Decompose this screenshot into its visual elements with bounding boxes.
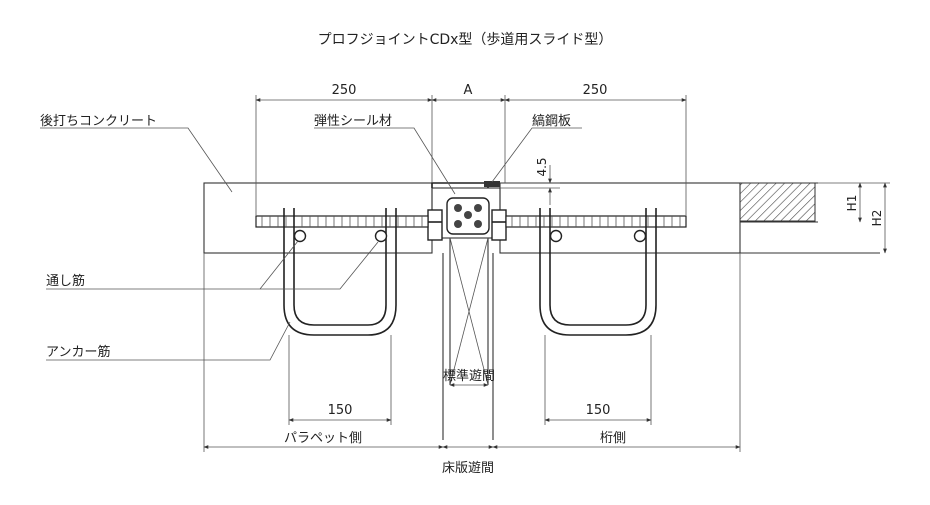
dim-right-250: 250	[583, 83, 608, 98]
label-checker-plate: 縞鋼板	[532, 113, 571, 129]
label-anchor-bar: アンカー筋	[46, 344, 110, 360]
dim-45-label: 4.5	[535, 157, 549, 176]
overall-dimension-lines	[203, 253, 741, 452]
dim-anchor-right-150: 150	[586, 403, 611, 418]
threaded-bar-left	[255, 215, 429, 228]
threaded-bar-right	[505, 215, 687, 228]
dim-h2: H2	[870, 210, 884, 227]
leader-checker-plate	[491, 127, 582, 183]
label-through-bar: 通し筋	[46, 273, 85, 289]
elastic-seal-shape	[446, 197, 490, 235]
through-bar-circles	[293, 229, 647, 243]
label-girder-side: 桁側	[600, 431, 626, 446]
dim-anchor-left-150: 150	[328, 403, 353, 418]
joint-clamps	[427, 209, 507, 241]
label-deck-gap: 床版遊間	[442, 461, 494, 476]
leader-post-concrete	[40, 127, 233, 193]
anchor-dimension-lines	[288, 335, 652, 425]
leader-elastic-seal	[314, 127, 456, 195]
dim-h1: H1	[845, 195, 859, 212]
dim-gap-a: A	[464, 83, 473, 98]
label-elastic-seal: 弾性シール材	[314, 114, 392, 129]
label-post-concrete: 後打ちコンクリート	[40, 114, 157, 129]
dim-left-250: 250	[332, 83, 357, 98]
dim-45-lines	[500, 165, 560, 205]
height-dimension-lines	[818, 182, 890, 254]
hatched-pavement	[739, 182, 816, 222]
label-parapet-side: パラペット側	[284, 431, 362, 446]
joint-body	[431, 187, 501, 440]
anchor-bar-left	[283, 208, 397, 336]
leader-through-bar-2	[260, 241, 379, 290]
checker-plate-shape	[431, 181, 500, 188]
anchor-bar-right	[539, 208, 657, 336]
label-standard-gap: 標準遊間	[443, 368, 495, 384]
top-dimension-lines	[255, 95, 687, 215]
drawing-title: プロフジョイントCDx型（歩道用スライド型）	[318, 32, 613, 48]
leader-anchor-bar	[46, 321, 291, 361]
